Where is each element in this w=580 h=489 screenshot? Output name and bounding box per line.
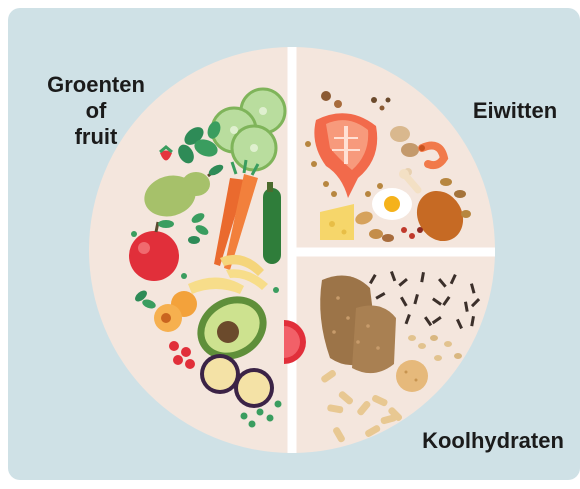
label-vegetables-fruit-text: Groenten of fruit bbox=[22, 72, 170, 150]
label-vegetables-fruit: Groenten of fruit bbox=[22, 72, 170, 150]
zucchini-icon bbox=[263, 182, 281, 264]
egg-icon bbox=[372, 188, 412, 220]
cracker-icon bbox=[396, 360, 428, 392]
infographic-frame: Groenten of fruit Eiwitten Koolhydraten bbox=[8, 8, 580, 480]
label-protein: Eiwitten bbox=[456, 98, 574, 124]
label-carbohydrates: Koolhydraten bbox=[404, 428, 580, 454]
